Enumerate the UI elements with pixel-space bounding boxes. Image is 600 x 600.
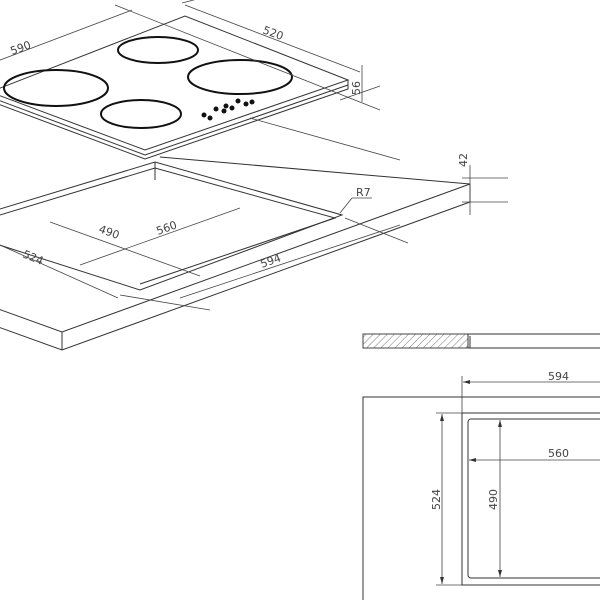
arrow-head (440, 414, 444, 421)
burner-front-left (3, 69, 109, 107)
extension-line (339, 85, 381, 101)
dim-590-label: 590 (9, 38, 33, 57)
plan-dim-490-label: 490 (487, 489, 500, 510)
worktop-top-surface (0, 156, 471, 333)
plan-dim-560-label: 560 (548, 447, 569, 460)
dim-524-label: 524 (21, 248, 45, 268)
hob-frame (0, 80, 349, 160)
extension-line (249, 117, 401, 161)
plan-dim-524-label: 524 (430, 489, 443, 510)
arrow-head (498, 420, 502, 427)
dim-42-label: 42 (457, 153, 470, 167)
dim-490-label: 490 (97, 223, 121, 242)
arrow-head (498, 570, 502, 577)
dim-594-label: 594 (259, 251, 283, 270)
burner-rear-right (187, 59, 293, 95)
worktop-outline (362, 396, 600, 600)
hatched-section (362, 333, 469, 349)
cutout-outer (0, 161, 344, 291)
radius-leader (339, 197, 353, 214)
hob-glass-top (0, 15, 350, 151)
burner-rear-left (117, 36, 199, 64)
dim-56-label: 56 (350, 81, 363, 95)
arrow-head (463, 380, 470, 384)
radius-label: R7 (356, 186, 371, 199)
dim-line-520 (184, 4, 361, 73)
section-view (362, 333, 600, 349)
dim-560-label: 560 (155, 218, 179, 237)
dim-line-560 (79, 207, 241, 266)
burner-front-right (100, 99, 182, 129)
cutout-inner (0, 167, 337, 285)
dim-line-590 (0, 9, 133, 61)
touch-controls (201, 98, 255, 121)
extension-line (119, 294, 211, 311)
arrow-head (469, 458, 476, 462)
hob: 590 520 56 (0, 0, 401, 161)
cutout-outer-outline (461, 412, 600, 586)
extension-line (344, 217, 409, 244)
dim-line-594 (179, 224, 401, 299)
cutout-inner-outline (467, 418, 600, 579)
dim-520-label: 520 (261, 24, 285, 43)
worktop: 42 R7 490 560 524 594 (0, 153, 508, 351)
plan-view: 594 560 524 490 (362, 370, 600, 600)
hob-edge (0, 84, 349, 156)
worktop-front-edge (0, 184, 471, 351)
plan-dim-594-label: 594 (548, 370, 569, 383)
arrow-head (440, 577, 444, 584)
extension-line (181, 0, 196, 4)
extension-line (114, 4, 381, 111)
hob-section (467, 333, 600, 349)
dim-line-524 (0, 244, 119, 299)
